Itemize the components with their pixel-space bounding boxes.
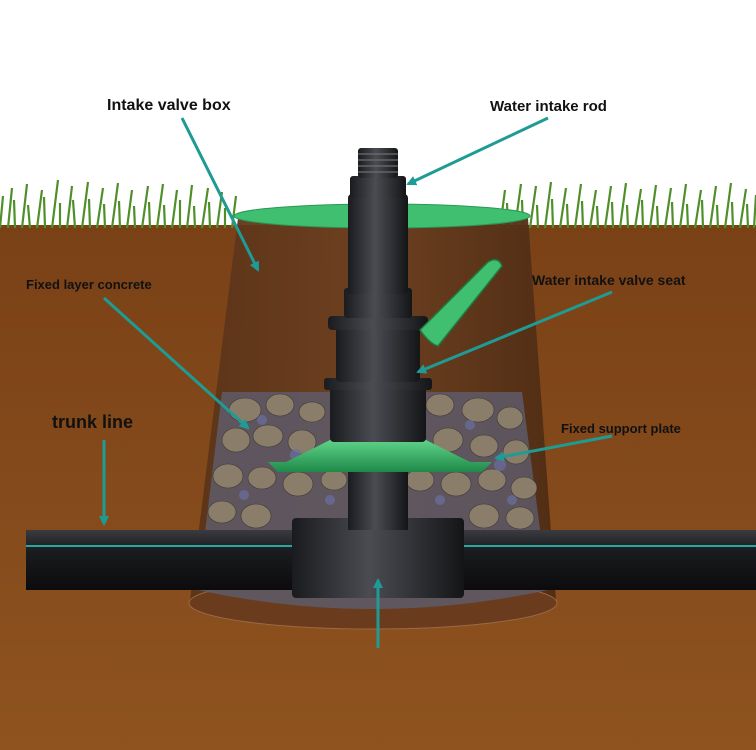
valve-seat-upper (336, 326, 420, 382)
intake-rod-collar (350, 176, 406, 198)
arrow-water-intake-rod (406, 116, 549, 186)
tee-fitting-body (292, 518, 464, 598)
intake-rod-thread (358, 148, 398, 178)
arrow-intake-valve-box (180, 117, 260, 272)
grass-right (498, 181, 756, 229)
valve-seat-lower (330, 386, 426, 442)
valve-seat-cap (328, 316, 428, 330)
label-intake-valve-box: Intake valve box (107, 97, 231, 114)
arrow-fixed-layer-concrete (102, 296, 250, 430)
support-plate (268, 440, 492, 472)
tee-fitting-stem (348, 470, 408, 530)
label-trunk-line: trunk line (52, 412, 134, 432)
label-fixed-support-plate: Fixed support plate (561, 421, 681, 436)
rod-thread-lines (358, 153, 398, 173)
arrow-fixed-support-plate (494, 434, 613, 462)
label-fixed-layer-concrete: Fixed layer concrete (26, 277, 152, 292)
valve-seat-hex (344, 288, 412, 318)
arrow-water-intake-valve-seat (416, 290, 613, 374)
trunk-pipe-left (26, 530, 296, 590)
valve-lid-flap (419, 259, 503, 347)
intake-rod-body (348, 194, 408, 294)
trunk-pipe-right (460, 530, 756, 590)
label-water-intake-rod: Water intake rod (490, 98, 607, 115)
grass-left (0, 179, 238, 229)
label-water-intake-valve-seat: Water intake valve seat (532, 272, 686, 288)
